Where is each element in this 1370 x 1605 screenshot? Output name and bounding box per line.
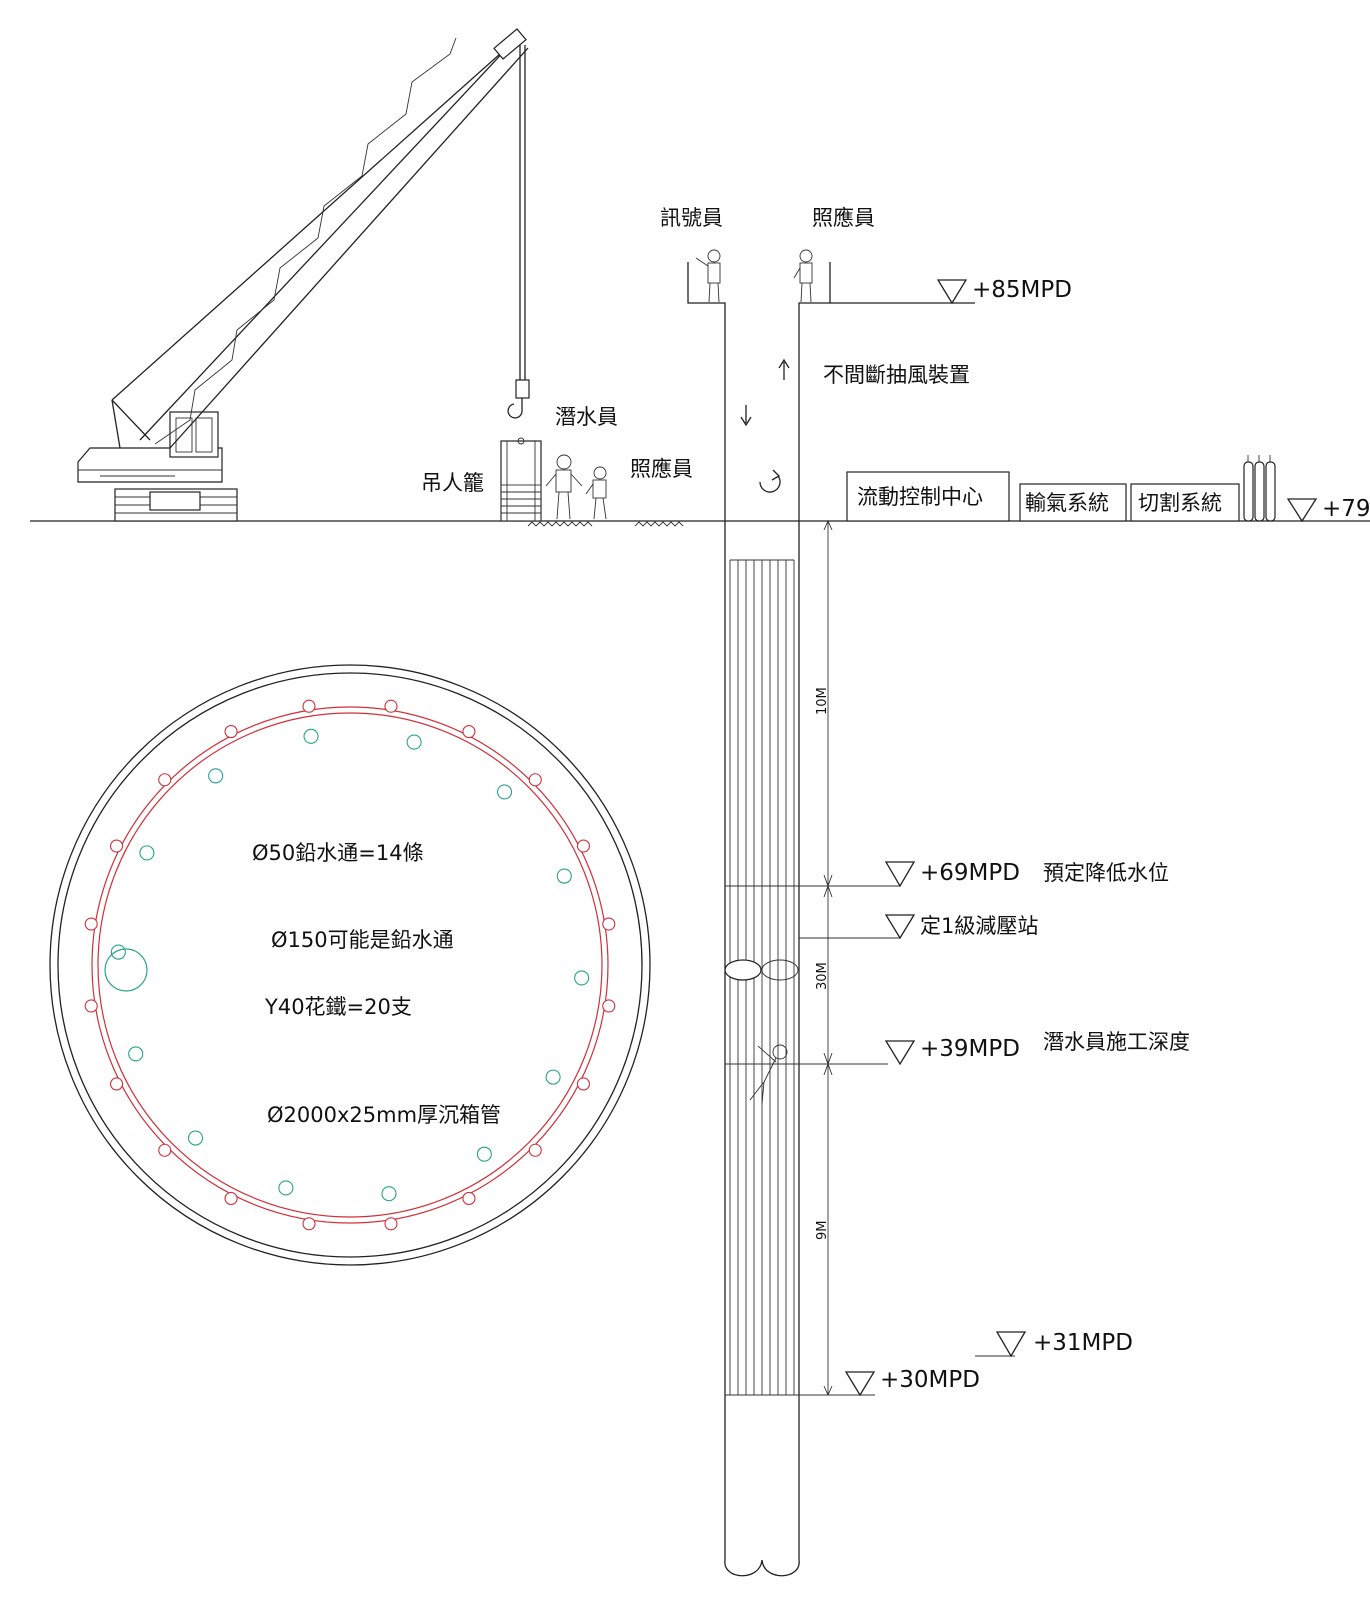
caisson-label: Ø2000x25mm厚沉箱管 (267, 1103, 501, 1127)
rebar-dot (528, 773, 542, 787)
drop-water-level-label: 預定降低水位 (1043, 861, 1169, 885)
decompression-hatch (724, 959, 762, 981)
ventilation-label: 不間斷抽風裝置 (823, 363, 970, 387)
water-pipe-dot (128, 1046, 144, 1062)
water-pipe-dot (574, 970, 590, 986)
dimension-lower: 9M (815, 1221, 830, 1241)
rebar-dot (462, 1191, 476, 1205)
level-ground: +79MPD (1322, 496, 1370, 522)
rebar-dot (576, 839, 590, 853)
water-pipe-dot (208, 768, 224, 784)
water-pipe-dot (187, 1130, 204, 1146)
lead-water-pipes (110, 728, 590, 1202)
crane-hook-icon (507, 398, 523, 419)
level-marker-icon (844, 1371, 876, 1397)
ground-attendant-label: 照應員 (630, 457, 693, 481)
rebar-ring (91, 706, 609, 1224)
water-pipe-dot (303, 728, 319, 744)
man-cage-label: 吊人籠 (421, 471, 484, 495)
rebar-dot (302, 699, 316, 713)
rebar-dot (158, 773, 172, 787)
level-bottom: +30MPD (880, 1367, 980, 1393)
shaft-diver-figure (749, 1044, 788, 1105)
top-attendant-figure (793, 249, 813, 303)
crane-cab (169, 411, 219, 458)
rebar-dot (110, 1077, 124, 1091)
cutting-system-box (1130, 483, 1240, 522)
shaft (687, 262, 975, 1577)
rebar-bars (84, 699, 616, 1231)
rebar-dot (462, 725, 476, 739)
rebar-dot (302, 1217, 316, 1231)
rebar-dot (576, 1077, 590, 1091)
water-pipe-dot (110, 944, 126, 960)
rebar-dot (384, 699, 398, 713)
level-marker-icon (995, 1331, 1027, 1358)
level-31: +31MPD (1033, 1330, 1133, 1356)
diver-figure (545, 454, 583, 520)
water-pipe-dot (278, 1180, 294, 1196)
rebar-dot (110, 839, 124, 853)
crawler-crane (77, 28, 530, 522)
level-top: +85MPD (972, 277, 1072, 303)
man-cage (500, 437, 542, 522)
caisson-cross-section: Ø50鉛水通=14條 Ø150可能是鉛水通 Y40花鐵=20支 Ø2000x25… (49, 664, 651, 1266)
rebar-dot (224, 725, 238, 739)
air-supply-box (1019, 483, 1127, 522)
dimension-middle: 30M (815, 962, 830, 990)
rebar-dot (602, 917, 616, 931)
water-pipe-dot (545, 1069, 561, 1085)
vent-down-arrow-icon (740, 405, 752, 427)
water-pipe-dot (476, 1146, 492, 1162)
rebar-dot (384, 1217, 398, 1231)
man-cage-frame (500, 440, 542, 522)
rebar-label: Y40花鐵=20支 (264, 995, 412, 1019)
air-supply-label: 輸氣系統 (1025, 491, 1109, 515)
control-center-label: 流動控制中心 (857, 485, 983, 509)
level-marker-icon (884, 1040, 916, 1066)
level-marker-icon (936, 279, 968, 305)
caisson-outer-ring (49, 664, 651, 1266)
dimension-line: 10M 30M 9M (815, 519, 833, 1397)
water-pipe-dot (381, 1186, 397, 1202)
level-water: +69MPD (920, 860, 1020, 886)
cutting-system-label: 切割系統 (1138, 491, 1222, 515)
level-marker-icon (884, 861, 916, 888)
gas-cylinders-icon (1243, 455, 1276, 522)
water-pipe-dot (496, 784, 513, 800)
level-work: +39MPD (920, 1036, 1020, 1062)
rebar-dot (158, 1143, 172, 1157)
water-pipe-dot (556, 868, 572, 884)
decompression-station-label: 定1級減壓站 (920, 914, 1038, 938)
water-pipe-dot (406, 734, 422, 750)
level-marker-icon (884, 914, 916, 940)
signal-man-figure (695, 249, 721, 303)
pipe-150-label: Ø150可能是鉛水通 (271, 928, 454, 952)
equipment-row: 流動控制中心 輸氣系統 切割系統 (846, 455, 1276, 522)
rebar-dot (224, 1191, 238, 1205)
rebar-dot (84, 917, 98, 931)
rebar-dot (528, 1143, 542, 1157)
top-attendant-label: 照應員 (812, 206, 875, 230)
ground-attendant-figure (585, 466, 607, 520)
rebar-dot (602, 999, 616, 1013)
diver-label: 潛水員 (555, 405, 618, 429)
dimension-upper: 10M (815, 687, 830, 715)
level-marker-icon (1286, 498, 1318, 523)
vent-up-arrow-icon (778, 358, 790, 380)
water-pipe-dot (139, 845, 155, 861)
signal-man-label: 訊號員 (660, 206, 723, 230)
control-center-box (846, 471, 1010, 522)
rebar-dot (84, 999, 98, 1013)
vent-circulation-icon (759, 469, 781, 493)
large-pipe (104, 948, 148, 992)
pipes-50-label: Ø50鉛水通=14條 (252, 841, 424, 865)
diver-depth-label: 潛水員施工深度 (1043, 1030, 1190, 1054)
